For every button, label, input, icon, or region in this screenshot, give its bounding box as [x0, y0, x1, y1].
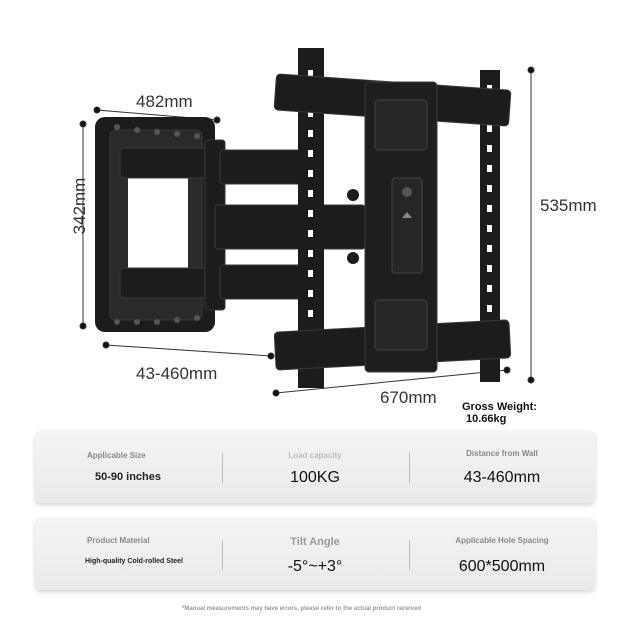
- spec-label: Applicable Hole Spacing: [455, 536, 549, 545]
- spec-label: Product Material: [87, 536, 150, 545]
- spec-hole-spacing: Applicable Hole Spacing 600*500mm: [409, 518, 595, 590]
- spec-value: 43-460mm: [463, 469, 541, 486]
- spec-value: High-quality Cold-rolled Steel: [85, 558, 184, 565]
- spec-value: 600*500mm: [458, 558, 546, 575]
- spec-distance-from-wall: Distance from Wall 43-460mm: [409, 431, 595, 503]
- spec-card-2: Product Material High-quality Cold-rolle…: [35, 518, 595, 590]
- spec-label: Tilt Angle: [290, 536, 340, 548]
- dimension-lines: [79, 66, 535, 397]
- spec-load-capacity: Load capacity 100KG: [222, 431, 408, 503]
- spec-product-material: Product Material High-quality Cold-rolle…: [35, 518, 221, 590]
- footnote: *Manual measurements may have errors, pl…: [182, 606, 422, 612]
- spec-card-1: Applicable Size 50-90 inches Load capaci…: [35, 431, 595, 503]
- spec-tilt-angle: Tilt Angle -5°~+3°: [222, 518, 408, 590]
- divider: [222, 453, 223, 483]
- gross-weight-value: 10.66kg: [466, 413, 507, 425]
- spec-value: 50-90 inches: [94, 471, 162, 483]
- product-illustration: 482mm 342mm 535mm 43-460mm 670mm Gross W…: [70, 48, 597, 425]
- swing-arms: [119, 139, 366, 311]
- divider: [409, 540, 410, 570]
- spec-label: Applicable Size: [87, 451, 146, 460]
- divider: [222, 540, 223, 570]
- gross-weight: Gross Weight: 10.66kg: [462, 401, 537, 425]
- center-bracket: [347, 81, 438, 373]
- gross-weight-label: Gross Weight:: [462, 401, 537, 413]
- dimension-extension: 43-460mm: [136, 364, 218, 383]
- spec-applicable-size: Applicable Size 50-90 inches: [35, 431, 221, 503]
- dimension-bottom-width: 670mm: [380, 388, 437, 407]
- dimension-left-height: 342mm: [70, 177, 89, 235]
- spec-value: 100KG: [290, 469, 340, 486]
- spec-value: -5°~+3°: [287, 558, 343, 575]
- dimension-top-width: 482mm: [136, 92, 193, 111]
- spec-label: Distance from Wall: [466, 449, 538, 458]
- dimension-right-height: 535mm: [540, 196, 597, 215]
- divider: [409, 453, 410, 483]
- spec-label: Load capacity: [288, 451, 342, 460]
- tv-mount-drawing: [79, 48, 535, 397]
